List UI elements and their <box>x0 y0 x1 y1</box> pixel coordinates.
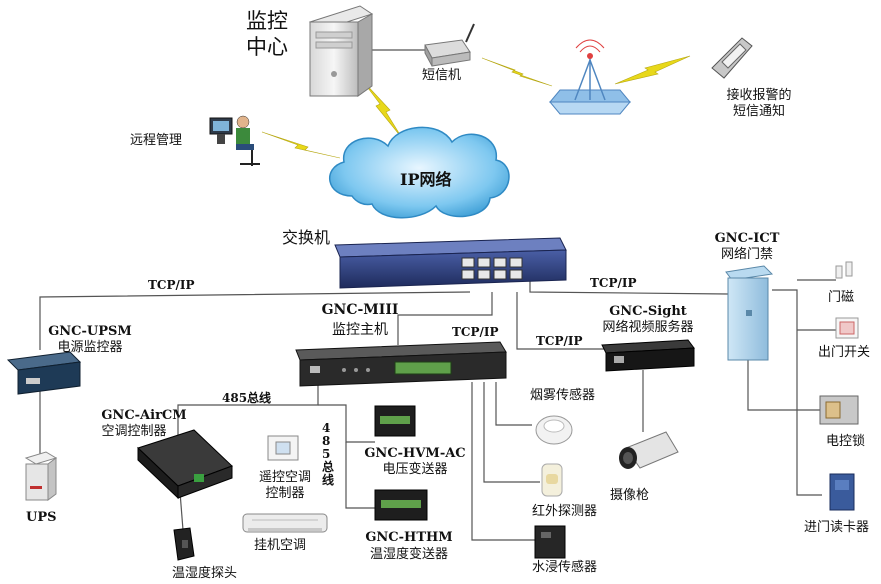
ups-label: UPS <box>26 510 57 525</box>
line-ict-bus <box>772 289 822 496</box>
lightning-sms-tower <box>481 57 553 87</box>
aircm-device-icon <box>137 429 233 500</box>
hvm-device-icon <box>374 405 416 437</box>
upsm-model-label: GNC-UPSM <box>48 324 132 339</box>
ups-icon <box>24 451 58 501</box>
host-model-label: GNC-MIII <box>321 302 399 318</box>
upsm-name-label: 电源监控器 <box>57 340 123 355</box>
lightning-remote-cloud <box>261 131 341 159</box>
camera-icon <box>619 431 679 469</box>
monitoring-center-label: 监控 中心 <box>246 9 288 59</box>
mobile-phone-icon <box>711 37 753 79</box>
hvm-name-label: 电压变送器 <box>382 462 448 477</box>
card-reader-icon <box>829 473 855 511</box>
monitoring-host-icon <box>295 341 507 387</box>
hthm-device-icon <box>374 489 428 521</box>
camera-label: 摄像枪 <box>610 488 650 503</box>
upsm-device-icon <box>6 351 82 395</box>
water-sensor-label: 水浸传感器 <box>532 560 598 575</box>
temperature-probe-icon <box>173 527 195 561</box>
card-reader-label: 进门读卡器 <box>804 520 870 535</box>
line-switch-host <box>397 292 493 345</box>
water-sensor-icon <box>534 525 566 559</box>
sight-model-label: GNC-Sight <box>609 304 687 319</box>
hthm-model-label: GNC-HTHM <box>365 530 453 545</box>
sms-notice-label: 接收报警的 短信通知 <box>726 88 792 119</box>
ir-detector-icon <box>541 463 563 497</box>
line-aircm-probe <box>179 491 184 531</box>
tcp-label-ict: TCP/IP <box>590 276 637 290</box>
access-control-icon <box>725 265 774 361</box>
lightning-tower-phone <box>614 55 691 85</box>
ip-network-label: IP网络 <box>400 170 452 189</box>
bus-label-vertical: 485总线 <box>322 421 335 487</box>
hthm-name-label: 温湿度变送器 <box>369 547 448 562</box>
wall-ac-label: 挂机空调 <box>254 538 307 553</box>
wall-air-conditioner-icon <box>242 513 328 533</box>
wireless-links <box>261 55 691 159</box>
switch-label: 交换机 <box>282 228 331 247</box>
hvm-model-label: GNC-HVM-AC <box>364 446 466 461</box>
sms-modem-label: 短信机 <box>422 68 462 83</box>
door-magnet-label: 门磁 <box>828 290 855 305</box>
tcp-label-host: TCP/IP <box>452 325 499 339</box>
ir-detector-label: 红外探测器 <box>532 504 598 519</box>
line-host-hvm <box>318 404 375 443</box>
server-icon <box>308 5 374 97</box>
cloud-icon <box>328 126 510 219</box>
bus-label-horizontal: 485总线 <box>222 391 272 405</box>
line-switch-ict <box>529 280 729 295</box>
line-switch-sight <box>516 292 605 350</box>
network-switch-icon <box>334 237 567 289</box>
line-host-aircm <box>177 378 319 440</box>
connection-lines <box>39 49 836 541</box>
exit-switch-label: 出门开关 <box>818 345 871 360</box>
ict-model-label: GNC-ICT <box>714 231 780 246</box>
electric-lock-label: 电控锁 <box>826 434 866 449</box>
electric-lock-icon <box>819 395 859 425</box>
ict-name-label: 网络门禁 <box>720 247 773 262</box>
aircm-name-label: 空调控制器 <box>101 424 167 439</box>
line-host-ir <box>483 382 540 483</box>
temp-probe-label: 温湿度探头 <box>172 566 238 581</box>
video-server-icon <box>601 339 695 372</box>
host-name-label: 监控主机 <box>332 322 388 338</box>
line-switch-upsm <box>39 291 471 350</box>
remote-management-label: 远程管理 <box>130 133 183 148</box>
line-ict-elock <box>747 360 820 411</box>
line-host-smoke <box>495 382 532 426</box>
sight-name-label: 网络视频服务器 <box>602 320 694 335</box>
remote-admin-icon <box>209 115 260 166</box>
aircm-model-label: GNC-AirCM <box>101 408 187 423</box>
line-host-hthm <box>345 442 375 509</box>
ac-remote-panel-icon <box>267 435 299 461</box>
sms-modem-icon <box>424 23 475 67</box>
tcp-label-upsm: TCP/IP <box>148 278 195 292</box>
door-magnet-icon <box>835 261 853 279</box>
remote-ac-label: 遥控空调 控制器 <box>258 470 311 501</box>
smoke-sensor-icon <box>535 415 573 445</box>
line-host-water <box>471 382 535 541</box>
tcp-label-sight: TCP/IP <box>536 334 583 348</box>
smoke-sensor-label: 烟雾传感器 <box>530 388 596 403</box>
cell-tower-icon <box>548 39 632 115</box>
exit-switch-icon <box>835 317 859 339</box>
